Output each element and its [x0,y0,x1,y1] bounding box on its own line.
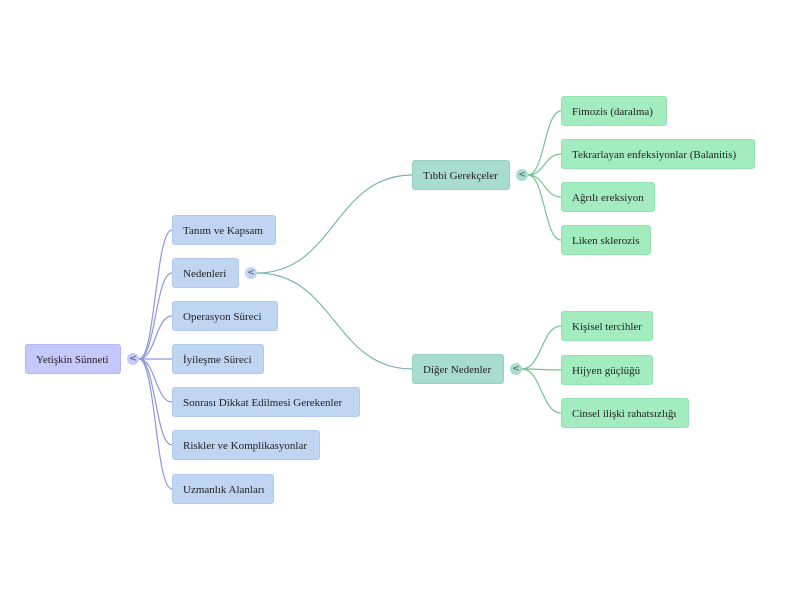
collapse-toggle-diger-nedenler[interactable]: < [510,363,522,375]
link-root-level1-1 [138,272,173,360]
node-nedenleri[interactable]: Nedenleri [172,258,239,288]
link-diger-child-0 [521,325,562,370]
link-root-level1-2 [138,315,173,360]
collapse-toggle-root[interactable]: < [127,353,139,365]
collapse-toggle-tibbi-gerekceler[interactable]: < [516,169,528,181]
node-kisisel-tercihler[interactable]: Kişisel tercihler [561,311,653,341]
node-cinsel-iliski-rahatsizligi[interactable]: Cinsel ilişki rahatsızlığı [561,398,689,428]
node-uzmanlik-alanlari[interactable]: Uzmanlık Alanları [172,474,274,504]
link-nedenleri-tibbi [256,174,413,274]
link-tibbi-child-2 [527,174,562,198]
link-diger-child-2 [521,368,562,414]
link-root-level1-4 [138,358,173,403]
link-tibbi-child-0 [527,110,562,176]
link-nedenleri-diger [256,272,413,370]
node-riskler-ve-komplikasyonlar[interactable]: Riskler ve Komplikasyonlar [172,430,320,460]
link-tibbi-child-3 [527,174,562,241]
link-tibbi-child-1 [527,153,562,176]
node-iyilesme-sureci[interactable]: İyileşme Süreci [172,344,264,374]
node-tekrarlayan-enfeksiyonlar[interactable]: Tekrarlayan enfeksiyonlar (Balanitis) [561,139,755,169]
node-root[interactable]: Yetişkin Sünneti [25,344,121,374]
node-tibbi-gerekceler[interactable]: Tıbbi Gerekçeler [412,160,510,190]
node-fimozis[interactable]: Fimozis (daralma) [561,96,667,126]
link-diger-child-1 [521,368,562,371]
node-agrili-ereksiyon[interactable]: Ağrılı ereksiyon [561,182,655,212]
link-root-level1-6 [138,358,173,490]
node-tanim-ve-kapsam[interactable]: Tanım ve Kapsam [172,215,276,245]
node-operasyon-sureci[interactable]: Operasyon Süreci [172,301,278,331]
link-root-level1-0 [138,229,173,360]
node-sonrasi-dikkat[interactable]: Sonrası Dikkat Edilmesi Gerekenler [172,387,360,417]
collapse-toggle-nedenleri[interactable]: < [245,267,257,279]
node-liken-sklerozis[interactable]: Liken sklerozis [561,225,651,255]
node-diger-nedenler[interactable]: Diğer Nedenler [412,354,504,384]
link-root-level1-5 [138,358,173,446]
node-hijyen-guclugu[interactable]: Hijyen güçlüğü [561,355,653,385]
